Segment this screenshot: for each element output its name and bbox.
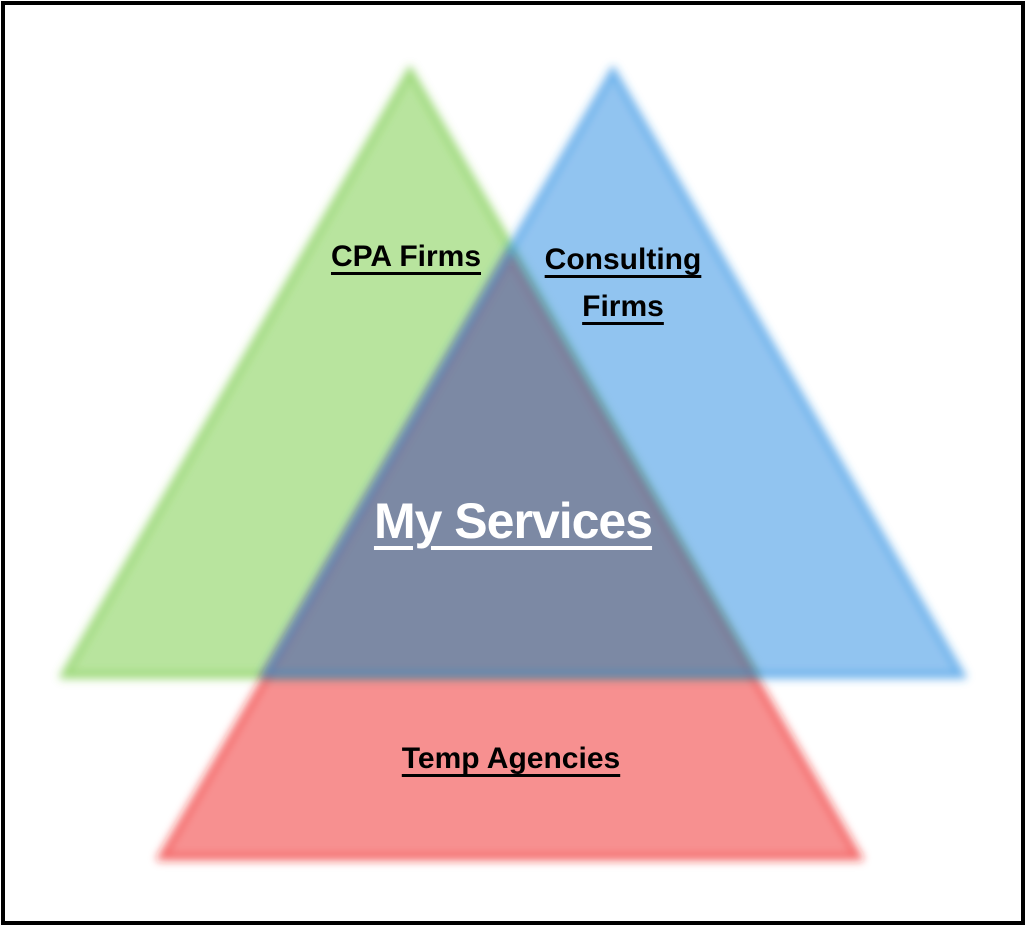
- consulting-firms-label-line2: Firms: [582, 290, 664, 323]
- temp-agencies-label: Temp Agencies: [402, 742, 620, 776]
- my-services-label: My Services: [373, 492, 653, 550]
- my-services-label-text: My Services: [373, 493, 653, 549]
- cpa-firms-label-text: CPA Firms: [330, 240, 482, 273]
- consulting-firms-label: Consulting Firms: [493, 236, 753, 330]
- consulting-firms-label-line1: Consulting: [544, 243, 702, 276]
- cpa-firms-label: CPA Firms: [331, 240, 481, 274]
- blue-triangle-consulting-firms: [258, 65, 968, 681]
- temp-agencies-label-text: Temp Agencies: [401, 742, 621, 775]
